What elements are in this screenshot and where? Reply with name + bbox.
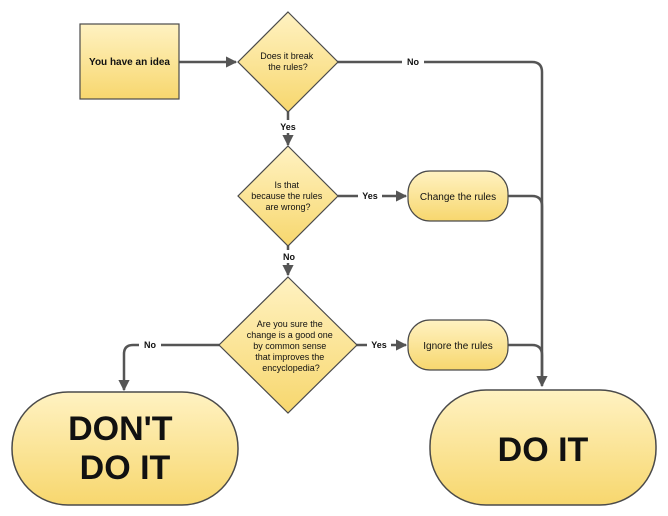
node-question-sure: Are you sure the change is a good one by… — [218, 276, 358, 414]
edge-ignore-to-do — [508, 343, 544, 380]
edge-label-break-yes: Yes — [280, 122, 296, 132]
node-question-sure-line: change is a good one — [247, 330, 333, 340]
node-change-rules-label: Change the rules — [420, 192, 496, 203]
node-question-wrong: Is that because the rules are wrong? — [237, 145, 339, 247]
node-do-it-label: DO IT — [498, 431, 589, 469]
edge-label-wrong-no: No — [283, 252, 295, 262]
node-question-sure-line: that improves the — [255, 352, 324, 362]
node-dont-do-it-line: DON'T — [68, 410, 173, 448]
node-dont-do-it-line: DO IT — [80, 449, 171, 487]
node-question-break-line: Does it break — [260, 51, 314, 61]
edge-labels: No Yes Yes No No Yes — [139, 55, 424, 351]
node-dont-do-it: DON'T DO IT — [11, 391, 239, 506]
edge-change-to-do — [508, 194, 544, 300]
node-question-break-label: Does it break the rules? — [260, 51, 316, 72]
node-question-sure-label: Are you sure the change is a good one by… — [247, 319, 336, 373]
node-question-wrong-line: are wrong? — [265, 202, 310, 212]
edge-sure-no — [118, 343, 220, 392]
node-question-wrong-line: Is that — [274, 180, 299, 190]
node-question-sure-line: encyclopedia? — [262, 363, 320, 373]
edge-label-sure-no: No — [144, 340, 156, 350]
node-dont-do-it-label: DON'T DO IT — [68, 410, 182, 487]
node-question-sure-line: Are you sure the — [257, 319, 323, 329]
node-question-break: Does it break the rules? — [237, 11, 339, 113]
node-ignore-rules-label: Ignore the rules — [423, 341, 493, 352]
edge-label-wrong-yes: Yes — [362, 191, 378, 201]
node-idea-label: You have an idea — [89, 57, 170, 68]
node-question-break-line: the rules? — [268, 62, 308, 72]
node-question-sure-line: by common sense — [253, 341, 326, 351]
node-idea: You have an idea — [79, 23, 180, 100]
node-do-it: DO IT — [429, 389, 657, 506]
node-change-rules: Change the rules — [407, 170, 509, 222]
node-question-wrong-label: Is that because the rules are wrong? — [251, 180, 325, 212]
edge-label-break-no: No — [407, 57, 419, 67]
node-question-wrong-line: because the rules — [251, 191, 323, 201]
node-ignore-rules: Ignore the rules — [407, 319, 509, 371]
edge-label-sure-yes: Yes — [371, 340, 387, 350]
edge-break-no — [334, 60, 548, 388]
